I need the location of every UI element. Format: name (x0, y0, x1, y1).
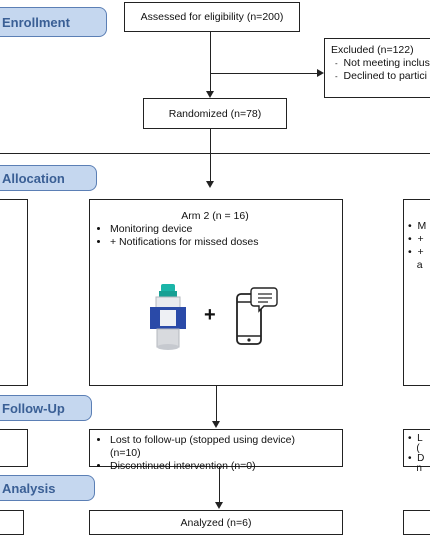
phase-allocation-text: Allocation (2, 170, 65, 186)
arm3-followup-line: • L (408, 433, 423, 444)
excluded-box: Excluded (n=122) - Not meeting inclus - … (324, 38, 430, 98)
followup-item-text: Lost to follow-up (stopped using device)… (110, 434, 296, 459)
smartphone-notification-icon (234, 284, 278, 350)
arrow-to-excluded (317, 69, 324, 77)
arm2-title: Arm 2 (n = 16) (181, 210, 249, 222)
randomized-box: Randomized (n=78) (143, 98, 287, 129)
excluded-item-text: Declined to partici (343, 70, 427, 82)
analyzed-text: Analyzed (n=6) (180, 516, 252, 529)
arm3-alloc-text: + (417, 233, 424, 245)
arrow-to-arm2 (206, 181, 214, 188)
arm2-item: + Notifications for missed doses (110, 236, 334, 249)
followup-item: Discontinued intervention (n=0) (110, 460, 336, 473)
phase-followup-text: Follow-Up (2, 400, 65, 416)
arrow-to-randomized (206, 91, 214, 98)
arm3-followup-box-partial: • L ( • D n (403, 429, 430, 474)
arm3-followup-text: L (417, 433, 423, 444)
assessed-text: Assessed for eligibility (n=200) (140, 11, 284, 23)
arm3-alloc-line: a (408, 259, 430, 272)
phase-label-allocation: Allocation (0, 165, 97, 191)
arm1-followup-box-partial (0, 429, 28, 467)
arm3-alloc-text: + (417, 246, 424, 258)
arm3-allocation-box-partial: • M • + • + a (403, 199, 430, 386)
connector-followup-analyzed (219, 467, 220, 503)
excluded-item-text: Not meeting inclus (343, 57, 430, 69)
connector-to-excluded (210, 73, 317, 74)
arm3-alloc-text: a (416, 259, 423, 271)
phase-analysis-text: Analysis (2, 480, 56, 496)
arm2-item: Monitoring device (110, 223, 334, 236)
arm3-alloc-line: • + (408, 233, 424, 245)
arm1-analysis-box-partial (0, 510, 24, 535)
connector-assessed-randomized (210, 32, 211, 91)
arm3-followup-text: ( (416, 443, 420, 454)
connector-randomized-arm2 (210, 129, 211, 181)
phase-label-analysis: Analysis (0, 475, 95, 501)
excluded-title: Excluded (n=122) (331, 44, 414, 56)
arm3-alloc-line: • M (408, 220, 427, 232)
monitoring-device-icon (146, 282, 192, 352)
arm2-followup-box: Lost to follow-up (stopped using device)… (89, 429, 343, 472)
excluded-item: - Not meeting inclus (335, 57, 430, 69)
arm2-allocation-box: Arm 2 (n = 16) Monitoring device + Notif… (89, 199, 343, 386)
randomized-text: Randomized (n=78) (168, 107, 262, 120)
phase-label-enrollment: Enrollment (0, 7, 107, 37)
arm3-analysis-box-partial (403, 510, 430, 535)
allocation-divider (0, 153, 430, 154)
plus-sign: + (204, 304, 216, 326)
arm3-followup-line: n (408, 464, 430, 474)
arm3-followup-line: ( (408, 444, 430, 454)
arm2-analyzed-box: Analyzed (n=6) (89, 510, 343, 535)
arm3-alloc-line: • + (408, 246, 424, 258)
connector-arm2-followup (216, 386, 217, 422)
arm3-followup-text: n (416, 463, 422, 474)
phase-label-followup: Follow-Up (0, 395, 92, 421)
followup-item: Lost to follow-up (stopped using device)… (110, 434, 336, 460)
arm1-allocation-box-partial (0, 199, 28, 386)
arm3-followup-line: • D (408, 453, 425, 464)
phase-enrollment-text: Enrollment (2, 14, 70, 30)
arm3-alloc-text: M (417, 220, 427, 232)
excluded-item: - Declined to partici (335, 70, 427, 82)
arrow-to-followup (212, 421, 220, 428)
arrow-to-analyzed (215, 502, 223, 509)
arm3-followup-text: D (417, 453, 425, 464)
assessed-box: Assessed for eligibility (n=200) (124, 2, 300, 32)
